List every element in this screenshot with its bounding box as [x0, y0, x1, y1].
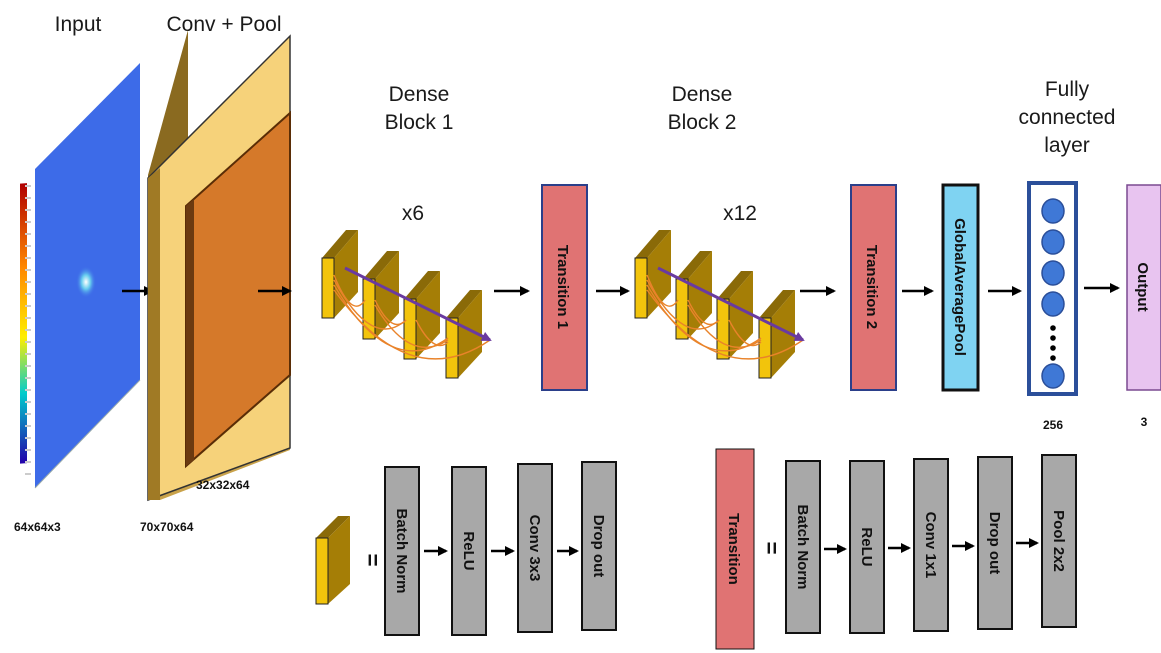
fc-ellipsis: [1050, 325, 1056, 361]
legend-transition-equals: =: [759, 542, 784, 555]
pool-layer-slab: [185, 110, 291, 469]
legend-transition-step-label: Batch Norm: [794, 504, 811, 589]
conv-dims: 70x70x64: [140, 520, 194, 534]
legend-transition-step-box: [785, 460, 821, 634]
dense-block-2: [634, 230, 805, 379]
transition-1-label: Transition 1: [554, 245, 571, 329]
dense-block-2-repeat: x12: [723, 202, 757, 225]
legend-dense-step-box: [384, 466, 420, 636]
legend-transition-step-label: Conv 1x1: [922, 512, 939, 579]
legend-transition-step-label: ReLU: [858, 527, 875, 566]
legend-transition-step-box: [849, 460, 885, 634]
legend-dense-step-label: ReLU: [460, 531, 477, 570]
fc-node: [1041, 229, 1065, 255]
dense-block-1-header-line2: Block 1: [385, 111, 454, 134]
legend-transition-step-box: [913, 458, 949, 632]
fc-node: [1041, 198, 1065, 224]
dense-flow-arrow: [344, 266, 492, 342]
legend-dense-step-label: Batch Norm: [393, 508, 410, 593]
skip-connections: [333, 274, 491, 360]
transition-2-box: [850, 184, 897, 391]
dense-block-1-header-line1: Dense: [389, 83, 450, 106]
dense-layer-icon: [315, 516, 350, 605]
global-average-pool-box: [941, 183, 980, 392]
output-label: Output: [1134, 262, 1151, 311]
legend-transition-box: [715, 448, 755, 650]
dense-block-1: [321, 230, 492, 379]
legend-transition-step-box: [1041, 454, 1077, 628]
legend-transition-step-box: [977, 456, 1013, 630]
fc-units: 256: [1043, 418, 1063, 432]
legend-dense-step-box: [451, 466, 487, 636]
legend-dense-step-box: [517, 463, 553, 633]
transition-1-box: [541, 184, 588, 391]
legend-transition-step-label: Drop out: [986, 512, 1003, 574]
output-units: 3: [1141, 415, 1148, 429]
dense-block-2-header-line2: Block 2: [668, 111, 737, 134]
dense-layer: [445, 290, 482, 379]
fc-node: [1041, 363, 1065, 389]
input-header: Input: [55, 13, 102, 36]
fc-header-line1: Fully: [1045, 78, 1090, 101]
conv-pool-header: Conv + Pool: [167, 13, 282, 36]
legend-dense-step-label: Drop out: [590, 515, 607, 577]
fc-node: [1041, 260, 1065, 286]
input-image: [20, 63, 141, 489]
transition-2-label: Transition 2: [863, 245, 880, 329]
legend-dense-step-box: [581, 461, 617, 631]
legend-dense-equals: =: [360, 554, 385, 567]
dense-layer: [634, 230, 671, 319]
skip-connections: [646, 274, 804, 360]
dense-layer: [675, 251, 712, 340]
legend-transition-step-label: Pool 2x2: [1050, 510, 1067, 572]
legend-dense-layer: = Batch Norm ReLU Conv 3x3 Drop out: [315, 461, 617, 636]
input-dims: 64x64x3: [14, 520, 61, 534]
fc-header-line3: layer: [1044, 134, 1090, 157]
dense-layer: [362, 251, 399, 340]
legend-dense-step-label: Conv 3x3: [526, 515, 543, 582]
dense-flow-arrow: [657, 266, 805, 342]
fc-header-line2: connected: [1019, 106, 1116, 129]
legend-transition-label: Transition: [725, 513, 742, 585]
output-box: [1126, 184, 1161, 391]
global-average-pool-label: GlobalAveragePool: [951, 218, 968, 356]
dense-block-1-repeat: x6: [402, 202, 424, 225]
fc-node: [1041, 291, 1065, 317]
dense-layer: [758, 290, 795, 379]
legend-transition: Transition = Batch Norm ReLU Conv 1x1 Dr…: [715, 448, 1077, 650]
dense-block-2-header-line1: Dense: [672, 83, 733, 106]
pool-dims: 32x32x64: [196, 478, 250, 492]
